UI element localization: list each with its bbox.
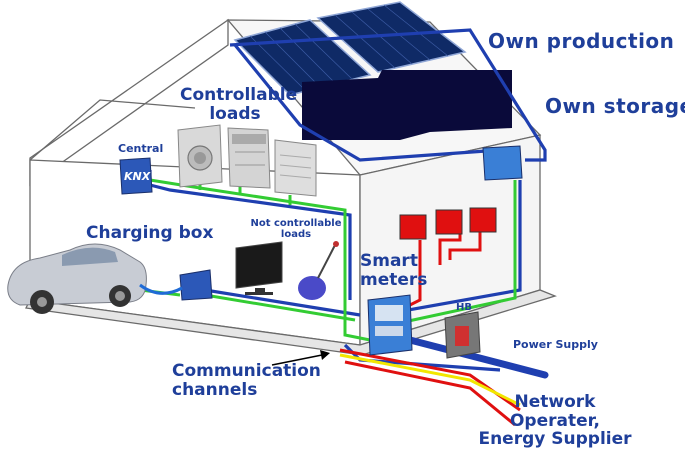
own-storage-label: Own storage <box>545 94 685 118</box>
controllable-loads-label: Controllable loads <box>180 85 298 124</box>
electric-car-icon <box>7 243 147 314</box>
network-operator-label: Network Operater, Energy Supplier <box>470 393 640 449</box>
heater-icon <box>274 139 317 197</box>
central-label: Central <box>118 142 164 155</box>
network-line2: Operater, <box>509 410 600 431</box>
tv-icon <box>235 241 283 295</box>
power-supply-label: Power Supply <box>513 338 598 351</box>
charging-box-icon <box>139 269 213 301</box>
hb-box-icon <box>444 311 481 359</box>
vacuum-cleaner-icon <box>298 241 339 300</box>
communication-arrow <box>271 350 330 366</box>
controllable-loads-line1: Controllable <box>180 85 298 105</box>
smart-meters-label: Smart meters <box>360 252 427 289</box>
knx-controller-icon <box>119 157 153 195</box>
battery-storage-icon <box>302 70 512 140</box>
network-line1: Network <box>514 392 596 412</box>
washing-machine-icon <box>177 124 223 188</box>
hb-label: HB <box>456 302 472 313</box>
smart-meter-icon <box>367 294 413 356</box>
smart-meters-line2: meters <box>360 269 428 290</box>
communication-line1: Communication <box>172 361 321 381</box>
dishwasher-icon <box>227 127 271 189</box>
communication-channels-label: Communication channels <box>172 362 321 399</box>
meter-box-top-icon <box>482 145 523 181</box>
smart-meters-line1: Smart <box>360 251 418 271</box>
not-controllable-label: Not controllable loads <box>246 218 346 240</box>
communication-line2: channels <box>172 379 258 400</box>
not-controllable-line2: loads <box>280 229 312 240</box>
own-production-label: Own production <box>488 29 675 53</box>
breaker-icon <box>399 207 497 240</box>
blue-bus-line <box>148 28 547 372</box>
power-supply-pipe <box>406 336 549 379</box>
network-line3: Energy Supplier <box>478 429 632 450</box>
knx-label: KNX <box>124 170 151 183</box>
not-controllable-line1: Not controllable <box>250 218 342 229</box>
controllable-loads-line2: loads <box>209 103 261 124</box>
charging-box-label: Charging box <box>86 223 214 243</box>
solar-panel-icon <box>233 1 467 96</box>
